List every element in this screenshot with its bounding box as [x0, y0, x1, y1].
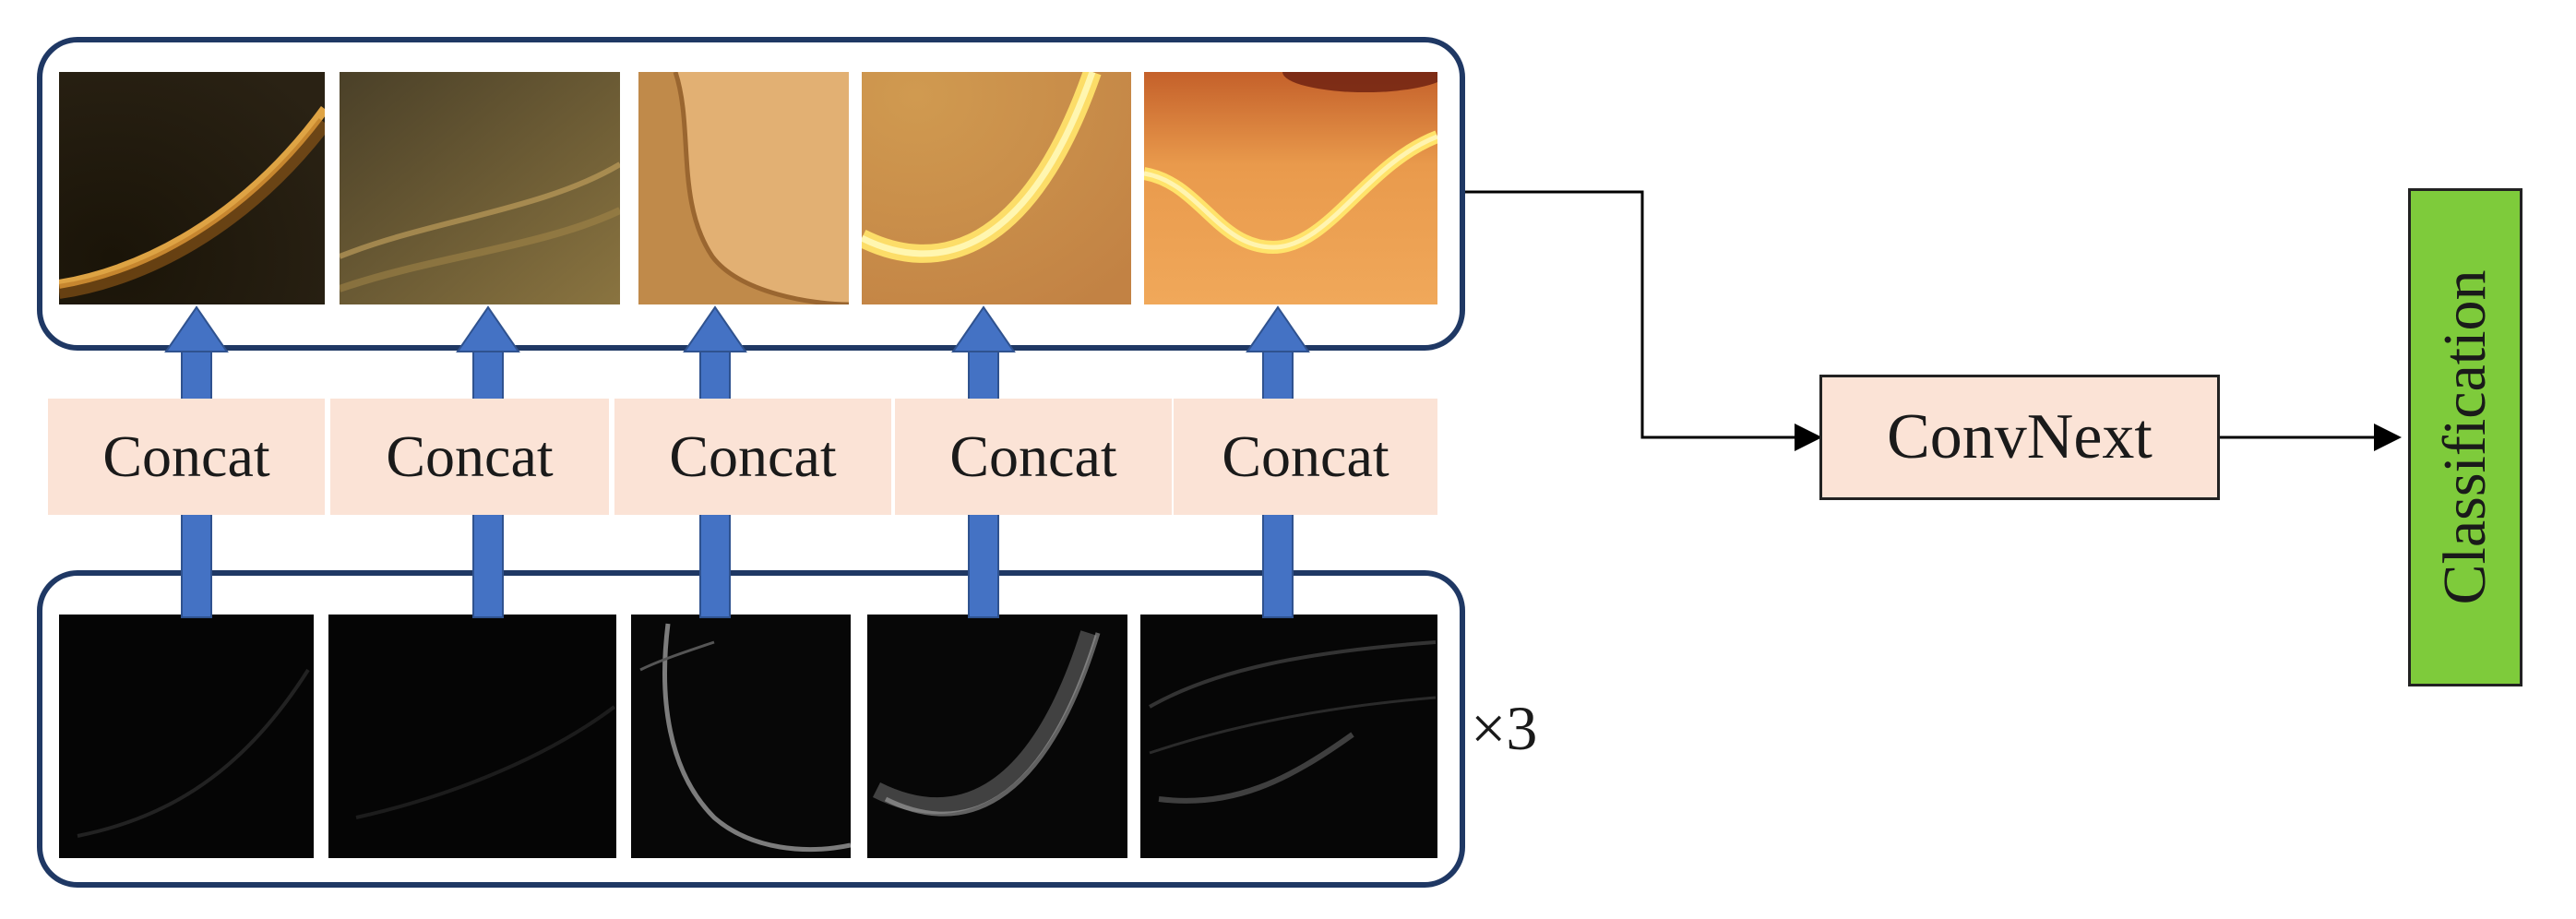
gray-image-1 [59, 615, 314, 858]
color-image-2 [340, 72, 620, 304]
panel-to-convnext-arrow [1465, 190, 1822, 451]
arrow-up-icon [164, 305, 229, 352]
gray-image-2 [328, 615, 616, 858]
arrow-up-icon [456, 305, 520, 352]
concat-box-2: Concat [330, 399, 609, 515]
color-image-4 [862, 72, 1131, 304]
arrow-up-icon [1246, 305, 1310, 352]
gray-image-3 [631, 615, 851, 858]
arrow-up-icon [951, 305, 1016, 352]
arrow-up-icon [683, 305, 747, 352]
gray-image-4 [867, 615, 1127, 858]
color-image-1 [59, 72, 325, 304]
color-image-3 [638, 72, 849, 304]
concat-box-5: Concat [1174, 399, 1437, 515]
color-image-5 [1144, 72, 1437, 304]
gray-image-5 [1140, 615, 1437, 858]
classification-label: Classification [2431, 269, 2498, 605]
convnext-box: ConvNext [1819, 375, 2220, 500]
concat-box-4: Concat [895, 399, 1172, 515]
concat-box-1: Concat [48, 399, 325, 515]
multiplier-label: ×3 [1471, 693, 1538, 763]
classification-box: Classification [2408, 188, 2522, 686]
concat-box-3: Concat [614, 399, 891, 515]
